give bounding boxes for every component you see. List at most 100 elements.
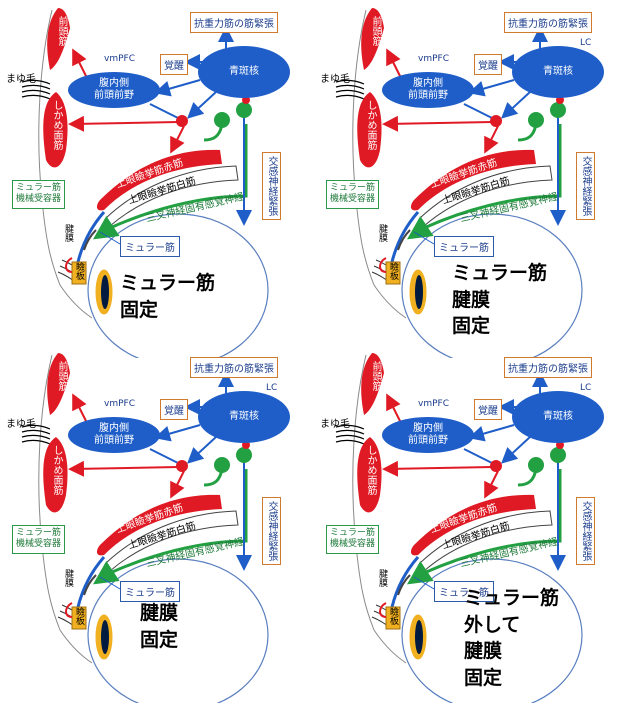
caption-line: 外して (464, 613, 521, 636)
corrugator-shape (43, 92, 68, 168)
green-node-2 (550, 447, 566, 463)
muller-muscle-callout: ミュラー筋 (434, 581, 494, 602)
frontalis-label: 前頭筋 (56, 361, 67, 391)
frontalis-shape (361, 8, 384, 70)
muller-receptor-box: ミュラー筋 機械受容器 (12, 180, 66, 209)
eyebrow-label: まゆ毛 (320, 419, 350, 430)
arrow-node-to-levator (170, 470, 185, 499)
arrow-lc-to-mpfc (154, 79, 201, 97)
levator-red-shape (96, 149, 222, 211)
sympathetic-box: 交感神経緊張 (576, 497, 595, 565)
vmpfc-label: vmPFC (418, 54, 449, 64)
corrugator-label: しかめ面筋 (51, 100, 62, 150)
motor-node (176, 460, 188, 472)
sympathetic-box: 交感神経緊張 (262, 497, 281, 565)
arrow-lc-to-mpfc (154, 424, 201, 442)
caption-line: ミュラー筋 (452, 262, 548, 284)
corrugator-shape (357, 437, 382, 513)
mpfc-node (68, 417, 160, 453)
motor-node (490, 460, 502, 472)
mpfc-node (382, 417, 474, 453)
mpfc-label: 腹内側 前頭前野 (94, 78, 134, 101)
muller-muscle-callout: ミュラー筋 (434, 236, 494, 257)
anti-gravity-box: 抗重力筋の筋緊張 (190, 12, 278, 33)
trigeminal-nerve (93, 469, 248, 585)
diagram-panel-1: 抗重力筋の筋緊張 覚醒 青斑核 LC vmPFC 腹内側 前頭前野 前頭筋 しか… (0, 0, 314, 358)
green-node-2 (236, 447, 252, 463)
muller-muscle-callout: ミュラー筋 (120, 581, 180, 602)
face-profile (352, 354, 407, 664)
arrow-node-to-corrugator (68, 460, 179, 477)
callout-line (413, 576, 435, 590)
locus-coeruleus-node (512, 391, 604, 443)
muller-receptor-box: ミュラー筋 機械受容器 (326, 525, 380, 554)
green-node-2 (550, 102, 566, 118)
arrow-mpfc-to-node (463, 448, 493, 464)
vmpfc-label: vmPFC (104, 399, 135, 409)
panel-drawing (335, 8, 604, 358)
green-node-1 (528, 457, 544, 473)
mpfc-label: 腹内側 前頭前野 (94, 423, 134, 446)
mpfc-node (382, 72, 474, 108)
arrow-lc-to-mpfc (468, 424, 515, 442)
aponeurosis-loop (379, 257, 387, 273)
locus-coeruleus-label: 青斑核 (543, 411, 573, 422)
aponeurosis-loop (65, 602, 73, 618)
lc-label: LC (266, 383, 278, 393)
eyelashes (21, 424, 51, 445)
arrow-mpfc-to-node (149, 103, 179, 119)
levator-red-shape (96, 494, 222, 556)
locus-coeruleus-node (512, 46, 604, 98)
eyelashes (335, 79, 365, 100)
corrugator-shape (357, 92, 382, 168)
motor-node (176, 115, 188, 127)
arrow-lc-to-red-node (501, 436, 531, 464)
tarsus-label: 瞼板 (74, 607, 84, 625)
muller-muscle-line (397, 574, 411, 596)
arrow-node-to-corrugator (382, 460, 493, 477)
locus-coeruleus-node (198, 46, 290, 98)
arrow-node-to-levator (170, 125, 185, 154)
mpfc-label: 腹内側 前頭前野 (408, 78, 448, 101)
muller-muscle-line (83, 574, 97, 596)
arrow-lc-to-mpfc (468, 79, 515, 97)
arrow-node-to-corrugator (382, 115, 493, 132)
caption-line: 腱膜 (452, 288, 491, 311)
trigeminal-nerve (407, 469, 562, 585)
corrugator-label: しかめ面筋 (365, 445, 376, 495)
levator-red-shape (410, 494, 536, 556)
mpfc-node (68, 72, 160, 108)
aponeurosis-label: 腱膜 (63, 224, 73, 242)
pupil (101, 620, 109, 654)
arrow-node-to-levator (484, 470, 499, 499)
muller-receptor-box: ミュラー筋 機械受容器 (326, 180, 380, 209)
arousal-box: 覚醒 (160, 54, 188, 75)
lc-label: LC (580, 38, 592, 48)
muller-muscle-callout: ミュラー筋 (120, 236, 180, 257)
pupil (415, 620, 423, 654)
callout-line (99, 231, 121, 245)
green-node-1 (214, 457, 230, 473)
eyebrow-label: まゆ毛 (6, 74, 36, 85)
arrow-node-to-corrugator (68, 115, 179, 132)
arrow-lc-to-red-node (187, 436, 217, 464)
caption-line: 固定 (140, 628, 179, 651)
callout-line (413, 231, 435, 245)
lc-label: LC (580, 383, 592, 393)
diagram-panel-4: 抗重力筋の筋緊張 覚醒 青斑核 LC vmPFC 腹内側 前頭前野 前頭筋 しか… (314, 345, 628, 703)
muller-receptor-box: ミュラー筋 機械受容器 (12, 525, 66, 554)
aponeurosis-label: 腱膜 (377, 569, 387, 587)
muller-muscle-line (83, 229, 97, 251)
mpfc-label: 腹内側 前頭前野 (408, 423, 448, 446)
vmpfc-label: vmPFC (418, 399, 449, 409)
aponeurosis-label: 腱膜 (377, 224, 387, 242)
pupil (101, 275, 109, 309)
vmpfc-label: vmPFC (104, 54, 135, 64)
aponeurosis-loop (379, 602, 387, 618)
diagram-panel-3: 抗重力筋の筋緊張 覚醒 青斑核 LC vmPFC 腹内側 前頭前野 前頭筋 しか… (0, 345, 314, 703)
frontalis-label: 前頭筋 (370, 361, 381, 391)
corrugator-shape (43, 437, 68, 513)
caption-line: ミュラー筋 (120, 272, 216, 294)
caption-line: 固定 (452, 315, 491, 338)
panel-drawing (335, 353, 604, 703)
